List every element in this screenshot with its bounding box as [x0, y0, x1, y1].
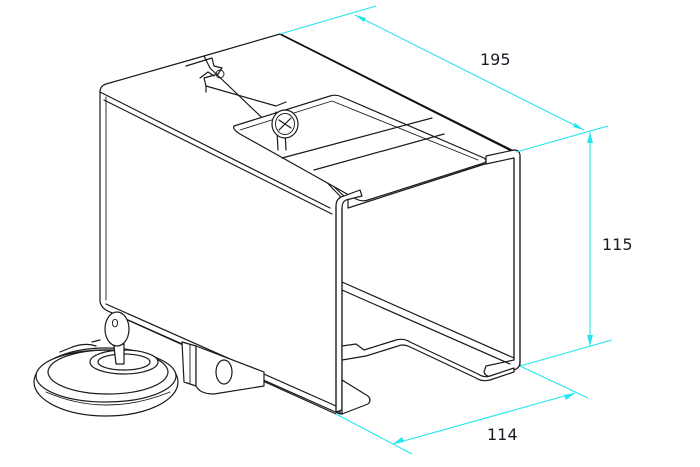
enclosure-body — [99, 33, 521, 415]
dimension-label-width: 114 — [487, 425, 518, 444]
dimension-label-length: 195 — [480, 50, 511, 69]
dimension-height — [519, 132, 613, 367]
dimension-label-height: 115 — [602, 235, 633, 254]
dimension-width — [335, 365, 589, 455]
disc-lock — [33, 339, 179, 417]
phillips-cross-icon — [278, 117, 292, 131]
mounting-lug — [181, 341, 265, 395]
dimension-length — [279, 5, 609, 153]
key — [104, 311, 130, 365]
screw — [271, 109, 299, 151]
